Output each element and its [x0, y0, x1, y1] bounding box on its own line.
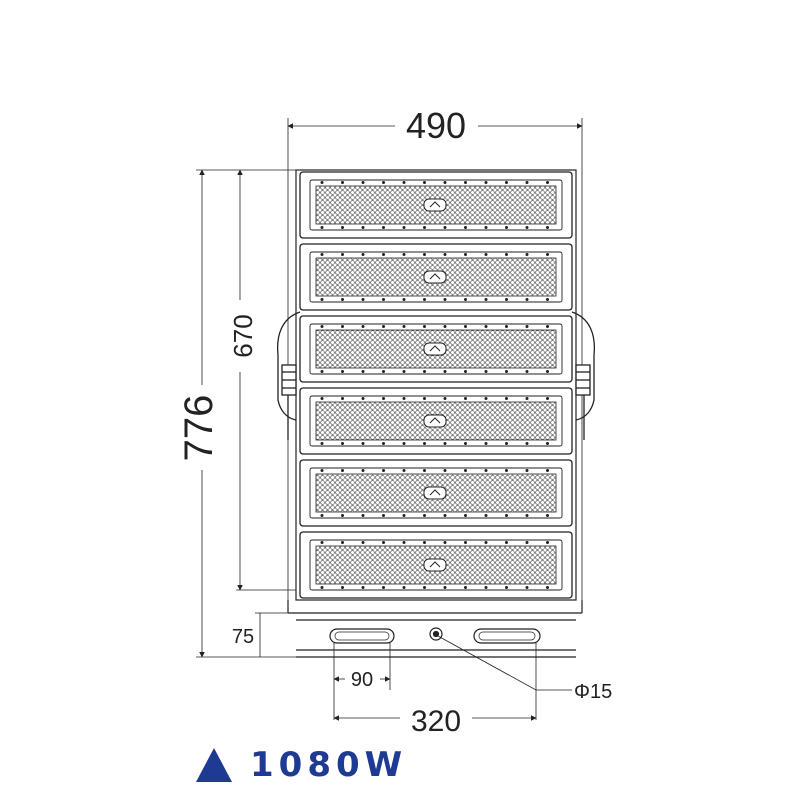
side-bracket-left — [276, 311, 301, 440]
dim-slot-length: 90 — [351, 669, 373, 691]
led-module — [299, 243, 573, 311]
power-label: 1080W — [196, 742, 407, 788]
led-module — [299, 459, 573, 527]
mounting-slot-left — [329, 628, 395, 644]
led-module — [299, 531, 573, 599]
mounting-hole — [429, 627, 443, 641]
side-bracket-right — [571, 311, 596, 440]
dim-slot-span: 320 — [411, 705, 461, 738]
dim-hole-diameter: Φ15 — [574, 681, 612, 703]
led-module — [299, 387, 573, 455]
mounting-slot-right — [473, 628, 541, 644]
dim-overall-height: 776 — [177, 395, 221, 462]
power-rating: 1080W — [250, 745, 408, 785]
led-module — [299, 171, 573, 239]
dim-bracket-height: 75 — [232, 626, 254, 648]
dim-overall-width: 490 — [406, 105, 466, 146]
dim-module-height: 670 — [228, 314, 258, 357]
triangle-icon — [196, 748, 232, 782]
led-modules — [299, 171, 573, 599]
dimension-lines — [196, 118, 583, 721]
led-module — [299, 315, 573, 383]
mounting-bracket — [287, 600, 583, 658]
